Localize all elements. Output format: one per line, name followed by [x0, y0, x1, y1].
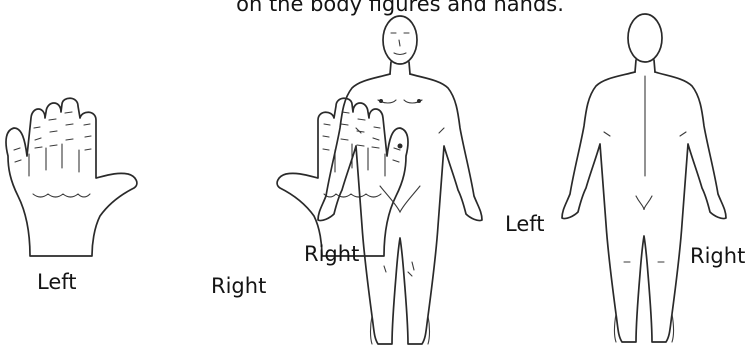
back-body-right-label: Right: [690, 246, 745, 267]
left-hand-figure[interactable]: [6, 98, 137, 256]
right-hand-figure[interactable]: [277, 98, 408, 256]
front-body-right-label: Right: [304, 244, 359, 265]
back-body-left-label: Left: [505, 214, 545, 235]
right-hand-label: Right: [211, 276, 266, 297]
left-hand-label: Left: [37, 272, 77, 293]
back-body-figure[interactable]: [562, 14, 726, 342]
front-body-figure[interactable]: [318, 16, 482, 344]
